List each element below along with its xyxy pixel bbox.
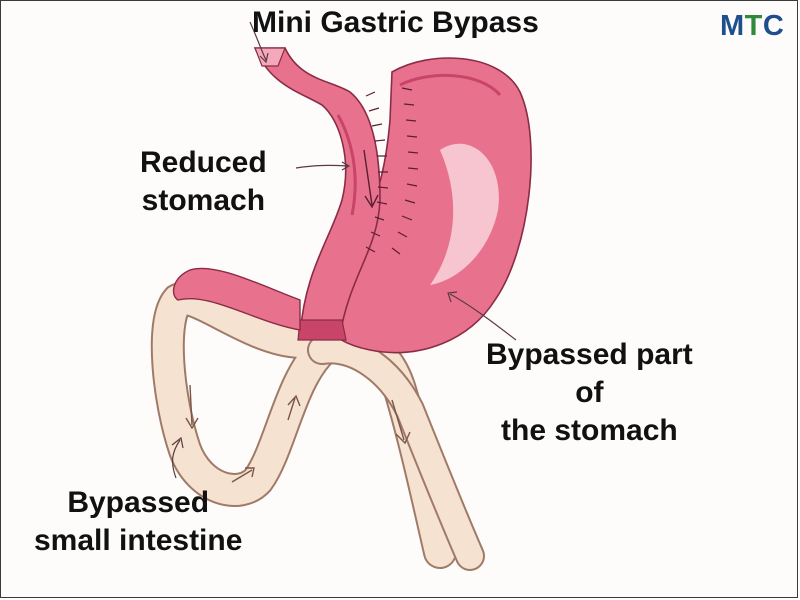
bypassed-stomach-leader	[447, 291, 517, 341]
flow-arrows	[185, 384, 411, 483]
bypassed-stomach-label-line-3: the stomach	[501, 414, 678, 447]
reduced-stomach-label-line-1: Reduced	[140, 146, 267, 179]
reduced-stomach-shape	[172, 47, 381, 341]
title-leader	[249, 21, 269, 64]
bypassed-intestine-label: Bypassed small intestine	[34, 488, 242, 556]
reduced-stomach-leader	[295, 161, 351, 171]
logo-letter-t: T	[744, 10, 763, 42]
bypassed-stomach-label-line-1: Bypassed part	[486, 338, 693, 371]
staple-lines	[365, 87, 419, 255]
logo-letter-m: M	[720, 10, 745, 42]
reduced-stomach-label: Reduced stomach	[140, 148, 267, 216]
logo-letter-c: C	[762, 10, 785, 42]
leader-lines	[171, 21, 517, 479]
bypassed-intestine-label-line-2: small intestine	[34, 524, 243, 557]
bypassed-intestine-label-line-1: Bypassed	[67, 486, 210, 519]
mtc-logo: MTC	[720, 10, 784, 43]
bypassed-stomach-shape	[321, 57, 532, 354]
bypassed-stomach-label: Bypassed part of the stomach	[486, 340, 693, 446]
diagram-title: Mini Gastric Bypass	[252, 6, 539, 39]
bypassed-stomach-label-line-2: of	[575, 376, 604, 409]
bypassed-intestine-leader	[171, 436, 184, 479]
reduced-stomach-label-line-2: stomach	[141, 184, 266, 217]
